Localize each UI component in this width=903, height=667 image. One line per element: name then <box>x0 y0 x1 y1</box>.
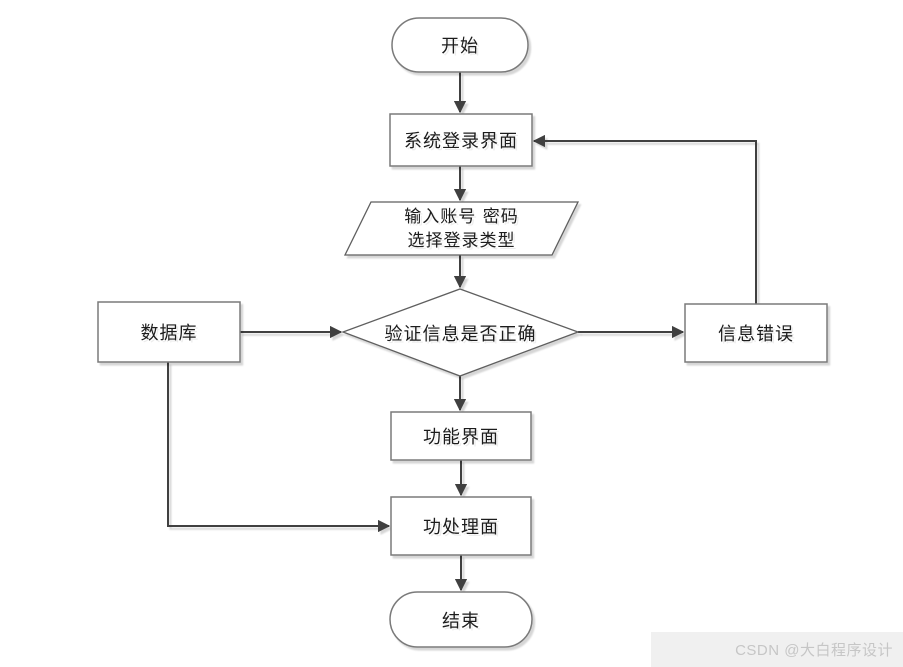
shapes <box>97 17 828 648</box>
error-node-shape <box>684 303 828 363</box>
connectors <box>167 72 757 592</box>
connector-database-to-process <box>167 362 391 533</box>
function-node-shape <box>390 411 532 461</box>
start-node-shape <box>391 17 529 73</box>
database-node-shape <box>97 301 241 363</box>
connector-error-to-login <box>532 134 757 304</box>
verify-node-shape <box>341 288 580 377</box>
input-node-shape <box>343 201 580 256</box>
login-node-shape <box>389 113 533 167</box>
process-node-shape <box>390 496 532 556</box>
end-node-shape <box>389 591 533 648</box>
watermark-text: CSDN @大白程序设计 <box>735 642 893 659</box>
watermark: CSDN @大白程序设计 <box>651 632 903 667</box>
